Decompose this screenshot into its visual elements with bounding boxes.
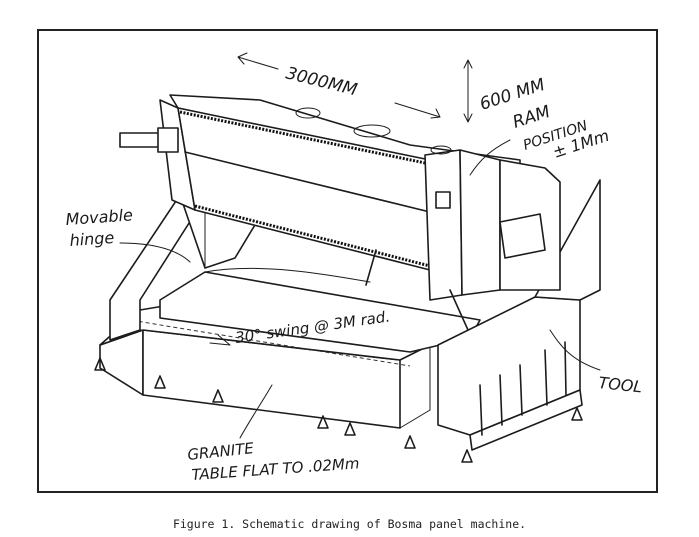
dimension-arrows [237,52,473,123]
ram-carriage [365,145,561,331]
right-column [437,179,601,451]
hinge-label-line1: Movable [65,205,134,229]
hinge-label-line2: hinge [69,228,115,250]
feet [94,357,583,463]
gantry-beam [119,94,521,271]
figure-caption: Figure 1. Schematic drawing of Bosma pan… [172,517,527,531]
width-dimension-label: 3000MM [284,63,360,100]
leader-lines [119,139,601,439]
granite-label-line1: GRANITE [187,439,256,464]
tool-label: TOOL [598,373,644,396]
ram-label-line1: RAM [510,102,553,133]
